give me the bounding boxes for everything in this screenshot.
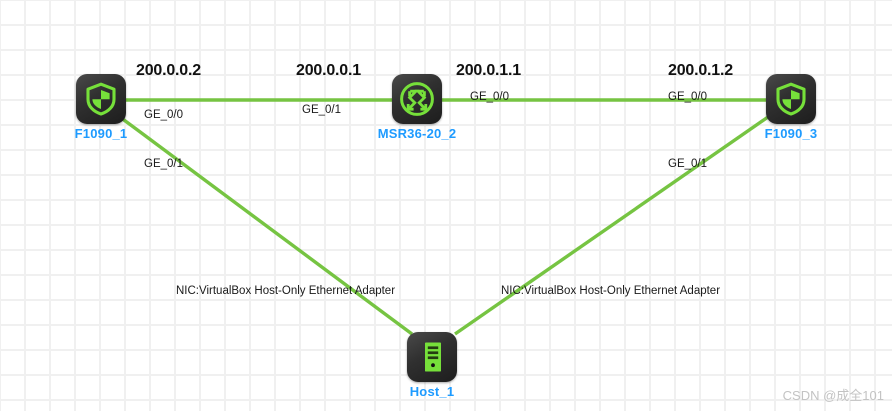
link-fw_right-host[interactable]	[454, 115, 769, 336]
watermark: CSDN @成全101	[782, 388, 884, 403]
node-label-router: MSR36-20_2	[377, 126, 457, 141]
nic-label-nic2: NIC:VirtualBox Host-Only Ethernet Adapte…	[501, 285, 721, 297]
interface-label-if5: GE_0/1	[144, 158, 183, 170]
node-fw_right[interactable]: F1090_3	[765, 74, 817, 141]
firewall-shield-icon	[86, 82, 116, 116]
node-label-fw_left: F1090_1	[74, 126, 128, 141]
router-icon[interactable]	[392, 74, 442, 124]
nic-label-nic1: NIC:VirtualBox Host-Only Ethernet Adapte…	[176, 285, 396, 297]
link-fw_left-host[interactable]	[118, 115, 414, 336]
firewall-shield-icon[interactable]	[766, 74, 816, 124]
node-label-host: Host_1	[409, 384, 455, 399]
ip-label-ip3: 200.0.1.1	[456, 62, 521, 79]
firewall-shield-icon[interactable]	[76, 74, 126, 124]
ip-label-ip1: 200.0.0.2	[136, 62, 201, 79]
ip-label-ip2: 200.0.0.1	[296, 62, 361, 79]
node-fw_left[interactable]: F1090_1	[75, 74, 127, 141]
interface-label-if4: GE_0/0	[668, 91, 707, 103]
firewall-shield-icon	[776, 82, 806, 116]
interface-label-if2: GE_0/1	[302, 104, 341, 116]
node-label-fw_right: F1090_3	[764, 126, 818, 141]
router-icon	[400, 82, 434, 116]
node-router[interactable]: MSR36-20_2	[378, 74, 456, 141]
host-pc-icon[interactable]	[407, 332, 457, 382]
node-host[interactable]: Host_1	[407, 332, 457, 399]
ip-label-ip4: 200.0.1.2	[668, 62, 733, 79]
interface-label-if1: GE_0/0	[144, 109, 183, 121]
host-pc-icon	[425, 342, 441, 372]
interface-label-if3: GE_0/0	[470, 91, 509, 103]
interface-label-if6: GE_0/1	[668, 158, 707, 170]
